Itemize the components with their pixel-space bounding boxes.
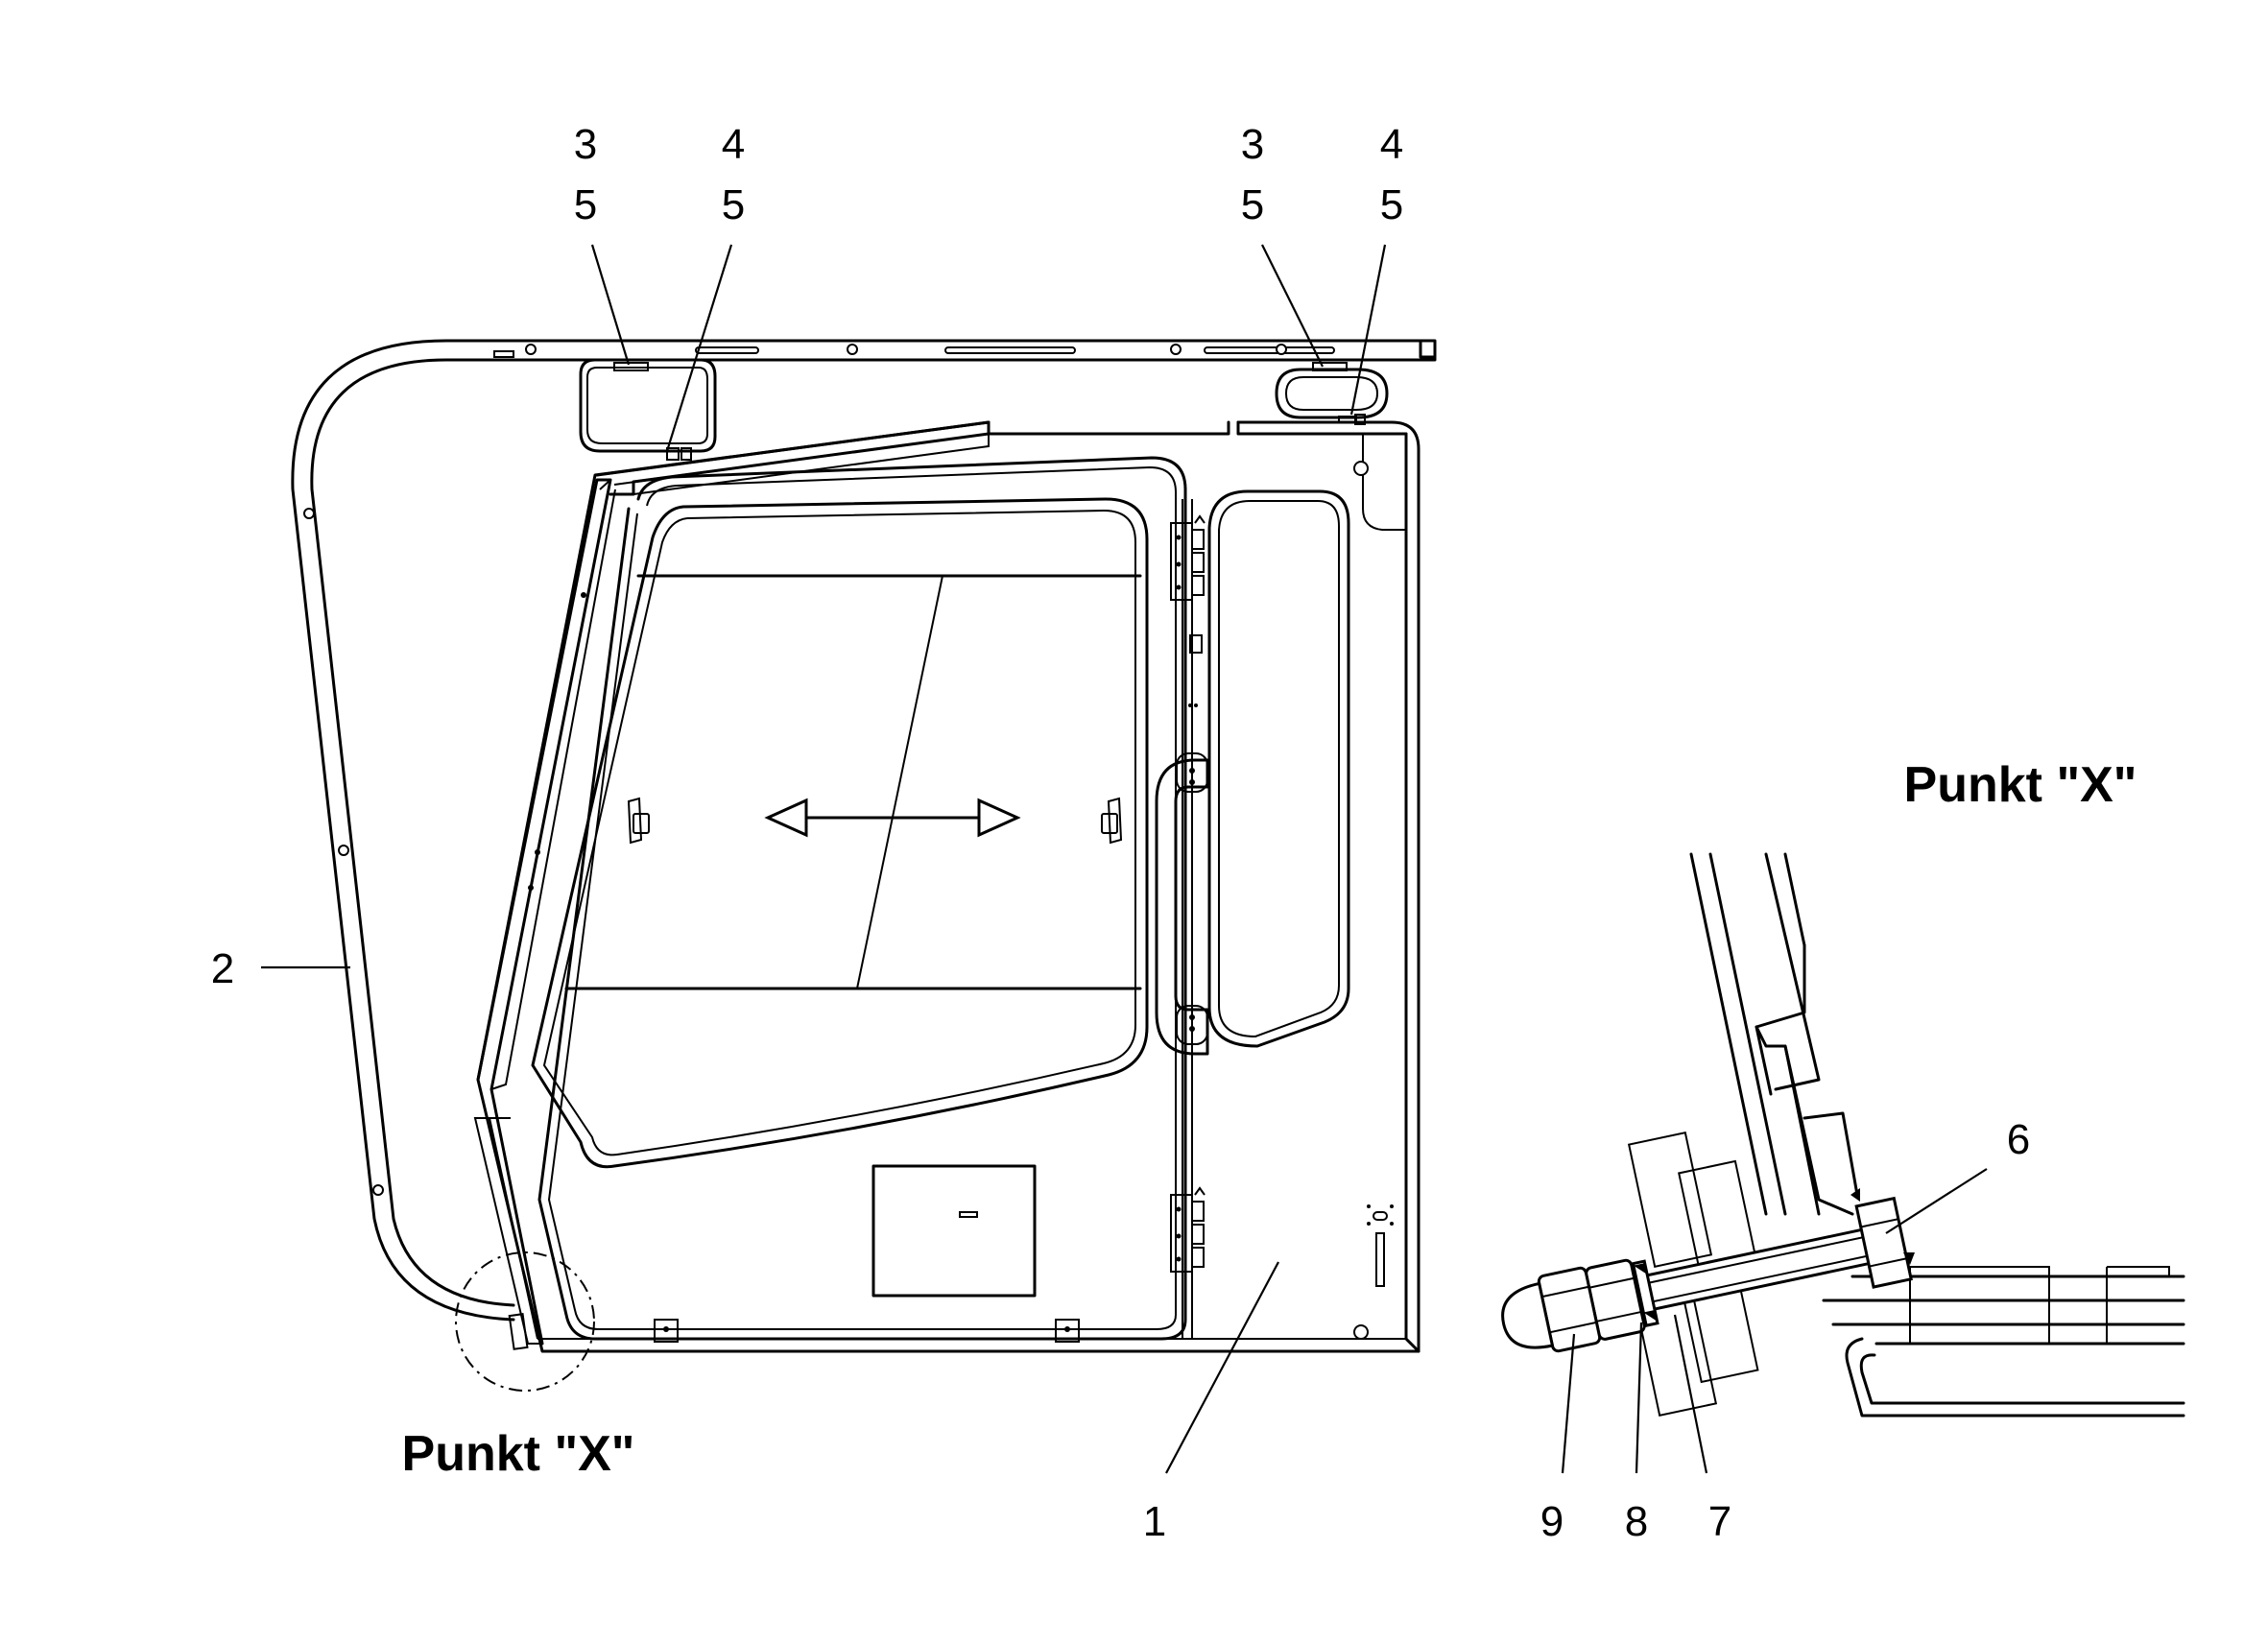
door-main-view <box>291 339 1437 1392</box>
callout-5-left-a: 5 <box>574 181 597 228</box>
callout-8: 8 <box>1625 1498 1648 1545</box>
bottom-mounting-tabs <box>654 1319 1080 1343</box>
callout-1: 1 <box>1143 1498 1166 1545</box>
door-body <box>476 420 1420 1353</box>
lower-hinge <box>1170 1186 1206 1273</box>
rear-latch-slot <box>1367 1204 1394 1287</box>
sliding-window-glass <box>531 497 1149 1169</box>
right-top-mount <box>1275 362 1389 425</box>
callout-5-right-a: 5 <box>1241 181 1264 228</box>
left-top-mount <box>579 358 717 461</box>
callout-5-right-b: 5 <box>1380 181 1403 228</box>
callout-5-left-b: 5 <box>722 181 745 228</box>
upper-hinge <box>1170 514 1206 601</box>
callout-4-left: 4 <box>722 121 745 168</box>
door-seal-frame <box>291 339 515 1322</box>
callout-6: 6 <box>2007 1116 2030 1163</box>
top-rail <box>444 339 1437 362</box>
detail-label-view: Punkt "X" <box>1904 757 2137 813</box>
rear-fixed-window <box>1207 489 1350 1048</box>
detail-label-main: Punkt "X" <box>402 1426 635 1482</box>
sliding-sash-frame <box>537 456 1187 1341</box>
callout-2: 2 <box>211 945 234 992</box>
callout-3-left: 3 <box>574 121 597 168</box>
slide-direction-arrow <box>764 798 1021 838</box>
callout-7: 7 <box>1708 1498 1731 1545</box>
door-lock-plate <box>871 1164 1037 1298</box>
callouts: 2 1 3 5 4 5 3 5 4 5 6 9 8 7 <box>211 121 2030 1545</box>
door-grab-handle <box>1155 752 1209 1056</box>
callout-4-right: 4 <box>1380 121 1403 168</box>
callout-9: 9 <box>1540 1498 1564 1545</box>
callout-3-right: 3 <box>1241 121 1264 168</box>
detail-x-view <box>1501 852 2185 1418</box>
detail-x-circle <box>455 1251 595 1392</box>
window-top-rail <box>595 420 991 496</box>
